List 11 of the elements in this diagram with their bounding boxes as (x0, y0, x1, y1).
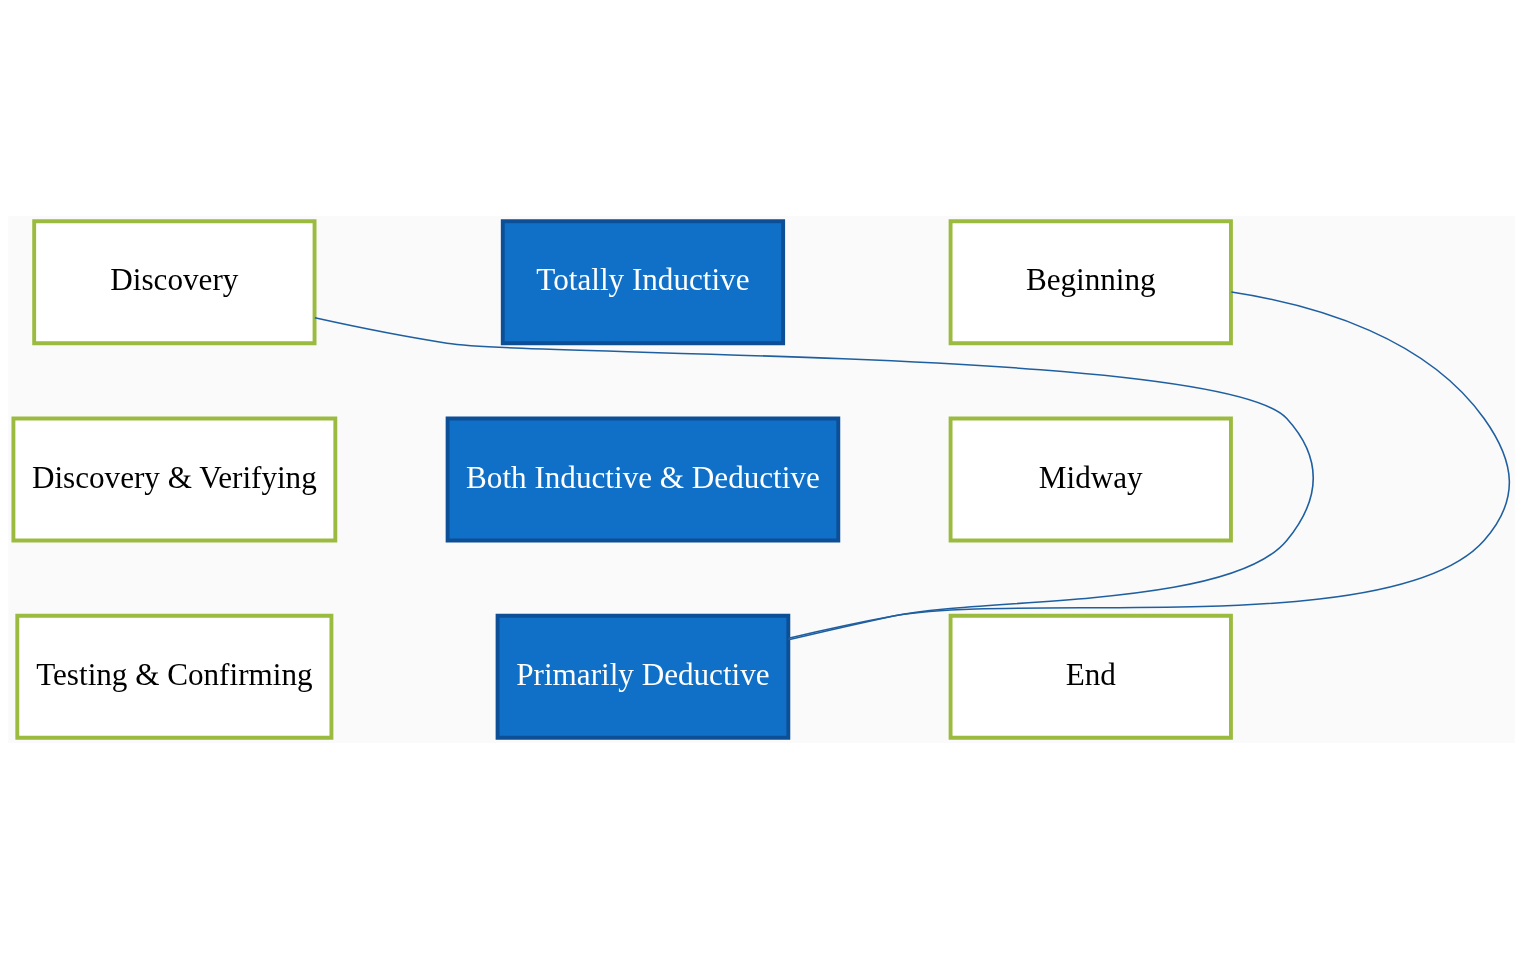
node-box: Totally Inductive (500, 219, 786, 346)
node-box: Both Inductive & Deductive (445, 416, 841, 543)
node-box: Beginning (948, 219, 1233, 346)
node-box: Discovery (32, 219, 317, 346)
connector (787, 291, 1511, 639)
node-box: Testing & Confirming (15, 613, 334, 740)
node-box: Discovery & Verifying (11, 416, 338, 543)
node-box: Midway (948, 416, 1233, 543)
connector (314, 317, 1315, 641)
node-box: Primarily Deductive (495, 613, 791, 740)
node-box: End (948, 613, 1233, 740)
